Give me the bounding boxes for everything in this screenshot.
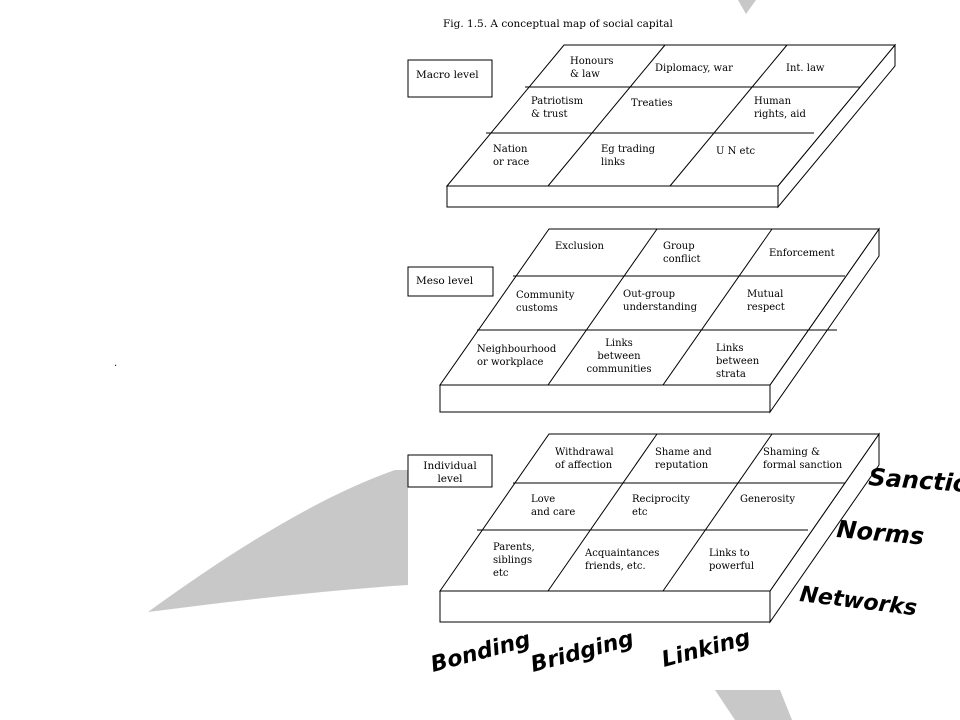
macro-cell-r3c1-line2: or race [493, 157, 529, 168]
individual-cell-r2c1-line2: and care [531, 507, 575, 518]
individual-cell-r1c1-line2: of affection [555, 460, 613, 471]
individual-cell-r1c3-line2: formal sanction [763, 460, 843, 471]
macro-cell-r2c1-line1: Patriotism [531, 96, 584, 107]
meso-cell-r3c1-line1: Neighbourhood [477, 344, 557, 355]
individual-cell-r3c2-line2: friends, etc. [585, 561, 646, 572]
individual-col-line [662, 433, 773, 592]
macro-cell-r3c3-line1: U N etc [716, 146, 755, 157]
individual-cell-r3c1-line3: etc [493, 568, 509, 579]
individual-cell-r2c3-line1: Generosity [740, 494, 795, 505]
individual-col-line [547, 433, 658, 592]
meso-cell-r2c3-line2: respect [747, 302, 785, 313]
meso-cell-r2c1-line1: Community [516, 290, 575, 301]
meso-cell-r3c3-line2: between [716, 356, 760, 367]
macro-cell-r3c2-line2: links [601, 157, 625, 168]
macro-col-line [669, 44, 788, 187]
individual-front-face [439, 590, 771, 623]
macro-cell-r1c1-line1: Honours [570, 56, 614, 67]
meso-cell-r3c1-line2: or workplace [477, 357, 544, 368]
meso-cell-r1c1-line1: Exclusion [555, 241, 605, 252]
individual-top-face [439, 433, 880, 592]
meso-col-line [662, 228, 773, 386]
macro-cell-r2c3-line2: rights, aid [754, 109, 806, 120]
individual-cell-r3c3-line1: Links to [709, 548, 750, 559]
meso-top-face [439, 228, 880, 386]
meso-level-label: Meso level [416, 275, 474, 287]
meso-front-face [439, 384, 771, 413]
individual-cell-r1c1-line1: Withdrawal [555, 447, 614, 458]
individual-cell-r1c2-line2: reputation [655, 460, 709, 471]
individual-cell-r3c1-line2: siblings [493, 555, 532, 566]
individual-cell-r2c2-line2: etc [632, 507, 648, 518]
background-swoosh [148, 0, 792, 720]
meso-cell-r3c3-line1: Links [716, 343, 743, 354]
individual-cell-r3c3-line2: powerful [709, 561, 754, 572]
individual-cell-r1c3-line1: Shaming & [763, 447, 820, 458]
meso-cell-r2c1-line2: customs [516, 303, 558, 314]
networks-label: Networks [798, 582, 918, 621]
meso-cell-r1c2-line1: Group [663, 241, 695, 252]
linking-label: Linking [659, 625, 753, 673]
individual-level-label-line2: level [437, 473, 463, 485]
meso-cell-r3c2-line2: between [597, 351, 641, 362]
macro-level-box [407, 59, 493, 98]
meso-cell-r1c2-line2: conflict [663, 254, 701, 265]
bonding-label: Bonding [428, 627, 533, 678]
individual-level-label-line1: Individual [423, 460, 477, 472]
meso-cell-r2c3-line1: Mutual [747, 289, 783, 300]
meso-level-box [407, 266, 494, 297]
macro-cell-r2c1-line2: & trust [531, 109, 567, 120]
macro-top-face [445, 44, 897, 187]
individual-cell-r3c2-line1: Acquaintances [584, 548, 659, 559]
individual-level-block: Individual level [407, 432, 880, 624]
macro-col-line [547, 44, 666, 187]
individual-cell-r2c1-line1: Love [531, 494, 555, 505]
macro-cell-r1c2-line1: Diplomacy, war [655, 63, 733, 74]
macro-cell-r1c1-line2: & law [570, 69, 600, 80]
individual-cell-r2c2-line1: Reciprocity [632, 494, 690, 505]
sanctions-label: Sanctions [868, 463, 960, 500]
individual-cell-r1c2-line1: Shame and [655, 447, 712, 458]
macro-front-face [446, 185, 779, 208]
macro-cell-r2c3-line1: Human [754, 96, 792, 107]
meso-cell-r1c3-line1: Enforcement [769, 248, 835, 259]
macro-cell-r3c2-line1: Eg trading [601, 144, 656, 155]
meso-col-line [547, 228, 658, 386]
meso-cell-r3c2-line1: Links [605, 338, 632, 349]
macro-level-block: Macro level [407, 43, 897, 209]
figure-caption: Fig. 1.5. A conceptual map of social cap… [443, 18, 673, 30]
meso-cell-r3c2-line3: communities [587, 364, 652, 375]
individual-cell-r3c1-line1: Parents, [493, 542, 535, 553]
meso-cell-r3c3-line3: strata [716, 369, 746, 380]
macro-cell-r3c1-line1: Nation [493, 144, 528, 155]
macro-cell-r1c3-line1: Int. law [786, 63, 825, 74]
individual-level-box [407, 454, 493, 488]
cell-labels: Honours & law Diplomacy, war Int. lawPatrio… [477, 56, 843, 579]
macro-level-label: Macro level [416, 69, 479, 81]
macro-cell-r2c2-line1: Treaties [631, 98, 673, 109]
meso-cell-r2c2-line2: understanding [623, 302, 698, 313]
meso-level-block: Meso level [407, 227, 880, 414]
meso-cell-r2c2-line1: Out-group [623, 289, 675, 300]
norms-label: Norms [835, 515, 925, 551]
stray-mark: . [114, 358, 117, 369]
bridging-label: Bridging [528, 626, 636, 677]
